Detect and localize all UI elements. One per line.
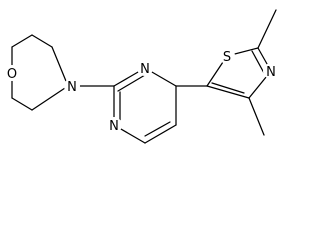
chemical-structure-diagram: O N N N S N (4, 9, 279, 144)
thiazole-ring (206, 47, 272, 99)
pyrimidine-ring (113, 67, 177, 144)
bond-n-c5 (31, 85, 69, 111)
atom-o-morpholine: O (4, 65, 20, 82)
atom-label-n-thiazole: N (266, 65, 276, 80)
morpholine-ring (11, 34, 69, 111)
bond-c3-n (51, 46, 69, 87)
bond-c2-n3-double (251, 50, 265, 74)
atom-label-n-pyrimidine-1: N (109, 119, 119, 134)
bond-c2-methyl (257, 9, 277, 49)
atom-label-o: O (7, 67, 17, 82)
atom-s-thiazole: S (219, 48, 235, 65)
bond-c5-c6-double (144, 121, 171, 137)
atom-n-pyrimidine-1: N (106, 117, 122, 134)
atom-n-thiazole: N (263, 63, 279, 80)
bond-c4-methyl (248, 97, 265, 136)
atom-n-pyrimidine-3: N (137, 60, 153, 77)
bond-c4-c5 (206, 85, 250, 99)
atom-label-s: S (223, 50, 231, 65)
bond-c2-n3-double (117, 74, 146, 92)
atom-label-n-morpholine: N (67, 80, 77, 95)
bond-c4-c5-double (211, 82, 245, 94)
bond-o-c2 (11, 34, 33, 48)
bond-c5-c6 (144, 124, 177, 144)
bond-c5-c6 (11, 97, 33, 111)
atom-label-n-pyrimidine-3: N (140, 62, 150, 77)
atom-n-morpholine: N (64, 78, 80, 95)
bond-c2-c3 (31, 34, 53, 48)
molecule-drawing: O N N N S N (4, 9, 279, 144)
